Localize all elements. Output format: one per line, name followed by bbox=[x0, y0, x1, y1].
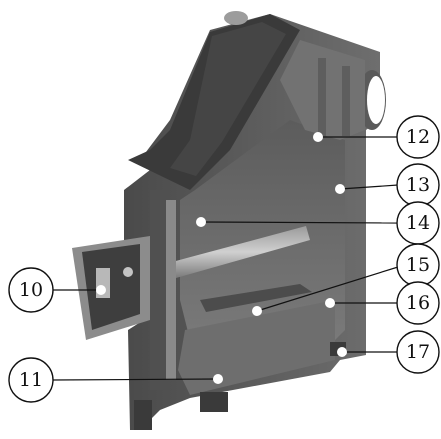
front-door-frame bbox=[82, 244, 140, 330]
callout-group-14: 14 bbox=[196, 201, 440, 245]
leader-14 bbox=[200, 221, 398, 224]
marker-12 bbox=[313, 132, 323, 142]
callout-label-10: 10 bbox=[19, 279, 43, 301]
foot-right bbox=[200, 392, 228, 412]
callout-circle-11 bbox=[8, 357, 54, 403]
callout-circle-12 bbox=[396, 115, 440, 159]
callout-label-16: 16 bbox=[406, 292, 430, 314]
ash-chamber bbox=[178, 300, 335, 395]
callout-label-11: 11 bbox=[19, 369, 43, 391]
callout-group-15: 15 bbox=[252, 243, 440, 316]
door-knob bbox=[123, 267, 133, 277]
marker-17 bbox=[337, 347, 347, 357]
leader-15 bbox=[256, 266, 399, 312]
flue-baffle-2 bbox=[342, 66, 350, 136]
marker-14 bbox=[196, 217, 206, 227]
leader-11 bbox=[52, 378, 219, 381]
callout-label-17: 17 bbox=[406, 341, 430, 363]
callout-circle-10 bbox=[8, 267, 54, 313]
flue-outlet-inner bbox=[367, 76, 385, 124]
top-knob bbox=[224, 11, 248, 25]
callout-label-13: 13 bbox=[406, 174, 430, 196]
heat-exchanger-tube bbox=[172, 226, 310, 278]
marker-16 bbox=[325, 298, 335, 308]
callout-group-12: 12 bbox=[313, 115, 440, 159]
marker-11 bbox=[213, 374, 223, 384]
callout-circle-17 bbox=[396, 330, 440, 374]
foot-left bbox=[134, 400, 152, 430]
marker-13 bbox=[335, 184, 345, 194]
callout-group-13: 13 bbox=[335, 163, 440, 207]
front-wall-inner bbox=[166, 200, 176, 380]
callout-label-14: 14 bbox=[406, 212, 430, 234]
leader-13 bbox=[339, 184, 399, 190]
flue-baffle bbox=[318, 58, 326, 136]
boiler-body bbox=[72, 11, 386, 430]
callout-group-11: 11 bbox=[8, 357, 223, 403]
grate-plate bbox=[200, 284, 312, 312]
callout-label-12: 12 bbox=[406, 126, 430, 148]
marker-10 bbox=[96, 285, 106, 295]
callout-label-15: 15 bbox=[406, 254, 430, 276]
callout-circle-16 bbox=[396, 281, 440, 325]
callout-group-17: 17 bbox=[337, 330, 440, 374]
callout-group-10: 10 bbox=[8, 267, 106, 313]
top-lid-edge bbox=[170, 22, 286, 176]
front-wall bbox=[150, 190, 164, 390]
callout-group-16: 16 bbox=[325, 281, 440, 325]
marker-15 bbox=[252, 306, 262, 316]
